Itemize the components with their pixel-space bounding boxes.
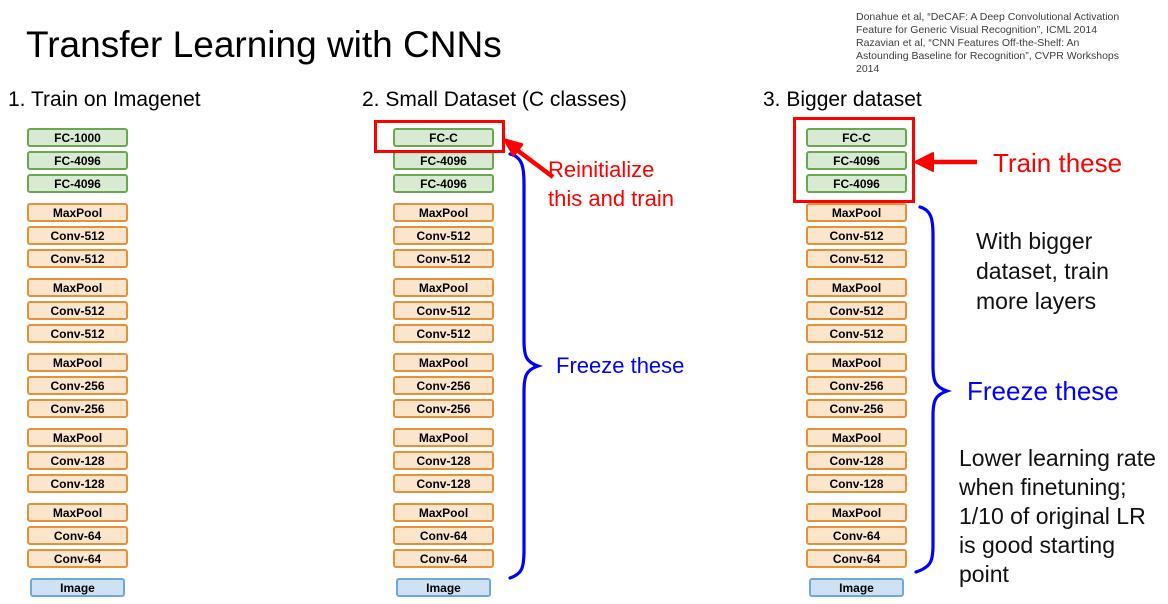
reinitialize-highlight-box [374, 120, 505, 153]
layer-box-conv-256: Conv-256 [393, 376, 494, 395]
layer-box-fc-4096: FC-4096 [393, 174, 494, 193]
train-these-highlight-box [793, 117, 915, 203]
layer-box-conv-64: Conv-64 [806, 526, 907, 545]
layer-box-conv-512: Conv-512 [393, 324, 494, 343]
layer-box-fc-4096: FC-4096 [806, 174, 907, 193]
column-heading-bigger-dataset: 3. Bigger dataset [763, 88, 922, 111]
layer-box-maxpool: MaxPool [393, 428, 494, 447]
layer-box-conv-128: Conv-128 [27, 474, 128, 493]
layer-box-conv-64: Conv-64 [806, 549, 907, 568]
column-heading-train-imagenet: 1. Train on Imagenet [8, 88, 201, 111]
layer-box-maxpool: MaxPool [27, 503, 128, 522]
layer-box-fc-c: FC-C [393, 128, 494, 147]
layer-box-conv-64: Conv-64 [393, 549, 494, 568]
layer-box-image: Image [396, 578, 491, 597]
layer-box-conv-128: Conv-128 [806, 474, 907, 493]
layer-box-conv-512: Conv-512 [806, 226, 907, 245]
layer-box-fc-4096: FC-4096 [27, 151, 128, 170]
layer-box-maxpool: MaxPool [27, 203, 128, 222]
column-heading-small-dataset: 2. Small Dataset (C classes) [362, 88, 627, 111]
layer-box-maxpool: MaxPool [806, 503, 907, 522]
layer-box-conv-64: Conv-64 [27, 526, 128, 545]
layer-box-maxpool: MaxPool [806, 428, 907, 447]
train-these-arrow [914, 152, 977, 172]
freeze-these-annotation-bigger: Freeze these [967, 376, 1119, 406]
layer-box-maxpool: MaxPool [393, 353, 494, 372]
slide-title: Transfer Learning with CNNs [26, 24, 502, 65]
layer-box-maxpool: MaxPool [27, 428, 128, 447]
layer-box-conv-64: Conv-64 [393, 526, 494, 545]
layer-box-conv-512: Conv-512 [27, 249, 128, 268]
layer-box-conv-256: Conv-256 [806, 399, 907, 418]
layer-box-conv-512: Conv-512 [806, 301, 907, 320]
layer-group: Image [393, 578, 494, 597]
layer-group: Image [806, 578, 907, 597]
layer-box-image: Image [809, 578, 904, 597]
train-these-annotation: Train these [993, 148, 1123, 178]
layer-box-conv-512: Conv-512 [27, 226, 128, 245]
layer-box-maxpool: MaxPool [806, 203, 907, 222]
layer-box-maxpool: MaxPool [806, 278, 907, 297]
layer-box-conv-512: Conv-512 [27, 324, 128, 343]
layer-box-conv-128: Conv-128 [27, 451, 128, 470]
layer-box-fc-4096: FC-4096 [393, 151, 494, 170]
freeze-these-annotation-small: Freeze these [556, 353, 685, 378]
layer-box-conv-256: Conv-256 [27, 399, 128, 418]
layer-box-conv-512: Conv-512 [806, 249, 907, 268]
layer-box-maxpool: MaxPool [806, 353, 907, 372]
layer-box-conv-256: Conv-256 [806, 376, 907, 395]
layer-box-conv-512: Conv-512 [393, 249, 494, 268]
layer-box-conv-256: Conv-256 [27, 376, 128, 395]
layer-box-conv-64: Conv-64 [27, 549, 128, 568]
freeze-brace-small-dataset [508, 152, 544, 580]
layer-box-maxpool: MaxPool [27, 278, 128, 297]
learning-rate-note: Lower learning rate when finetuning; 1/1… [959, 445, 1156, 587]
bigger-dataset-note: With bigger dataset, train more layers [976, 228, 1109, 314]
layer-box-maxpool: MaxPool [393, 503, 494, 522]
reinitialize-annotation: Reinitialize this and train [548, 157, 674, 211]
layer-box-conv-512: Conv-512 [393, 226, 494, 245]
layer-box-maxpool: MaxPool [393, 278, 494, 297]
layer-box-maxpool: MaxPool [27, 353, 128, 372]
layer-box-conv-256: Conv-256 [393, 399, 494, 418]
layer-box-conv-512: Conv-512 [806, 324, 907, 343]
layer-box-fc-4096: FC-4096 [27, 174, 128, 193]
layer-box-conv-512: Conv-512 [27, 301, 128, 320]
layer-box-conv-128: Conv-128 [393, 474, 494, 493]
layer-box-maxpool: MaxPool [393, 203, 494, 222]
layer-box-fc-1000: FC-1000 [27, 128, 128, 147]
freeze-brace-bigger-dataset [914, 205, 953, 574]
layer-box-fc-c: FC-C [806, 128, 907, 147]
layer-box-image: Image [30, 578, 125, 597]
layer-box-conv-512: Conv-512 [393, 301, 494, 320]
layer-group: Image [27, 578, 128, 597]
layer-box-conv-128: Conv-128 [806, 451, 907, 470]
citation-text: Donahue et al, “DeCAF: A Deep Convolutio… [856, 11, 1120, 75]
layer-box-fc-4096: FC-4096 [806, 151, 907, 170]
layer-box-conv-128: Conv-128 [393, 451, 494, 470]
reinitialize-arrow [503, 138, 555, 179]
